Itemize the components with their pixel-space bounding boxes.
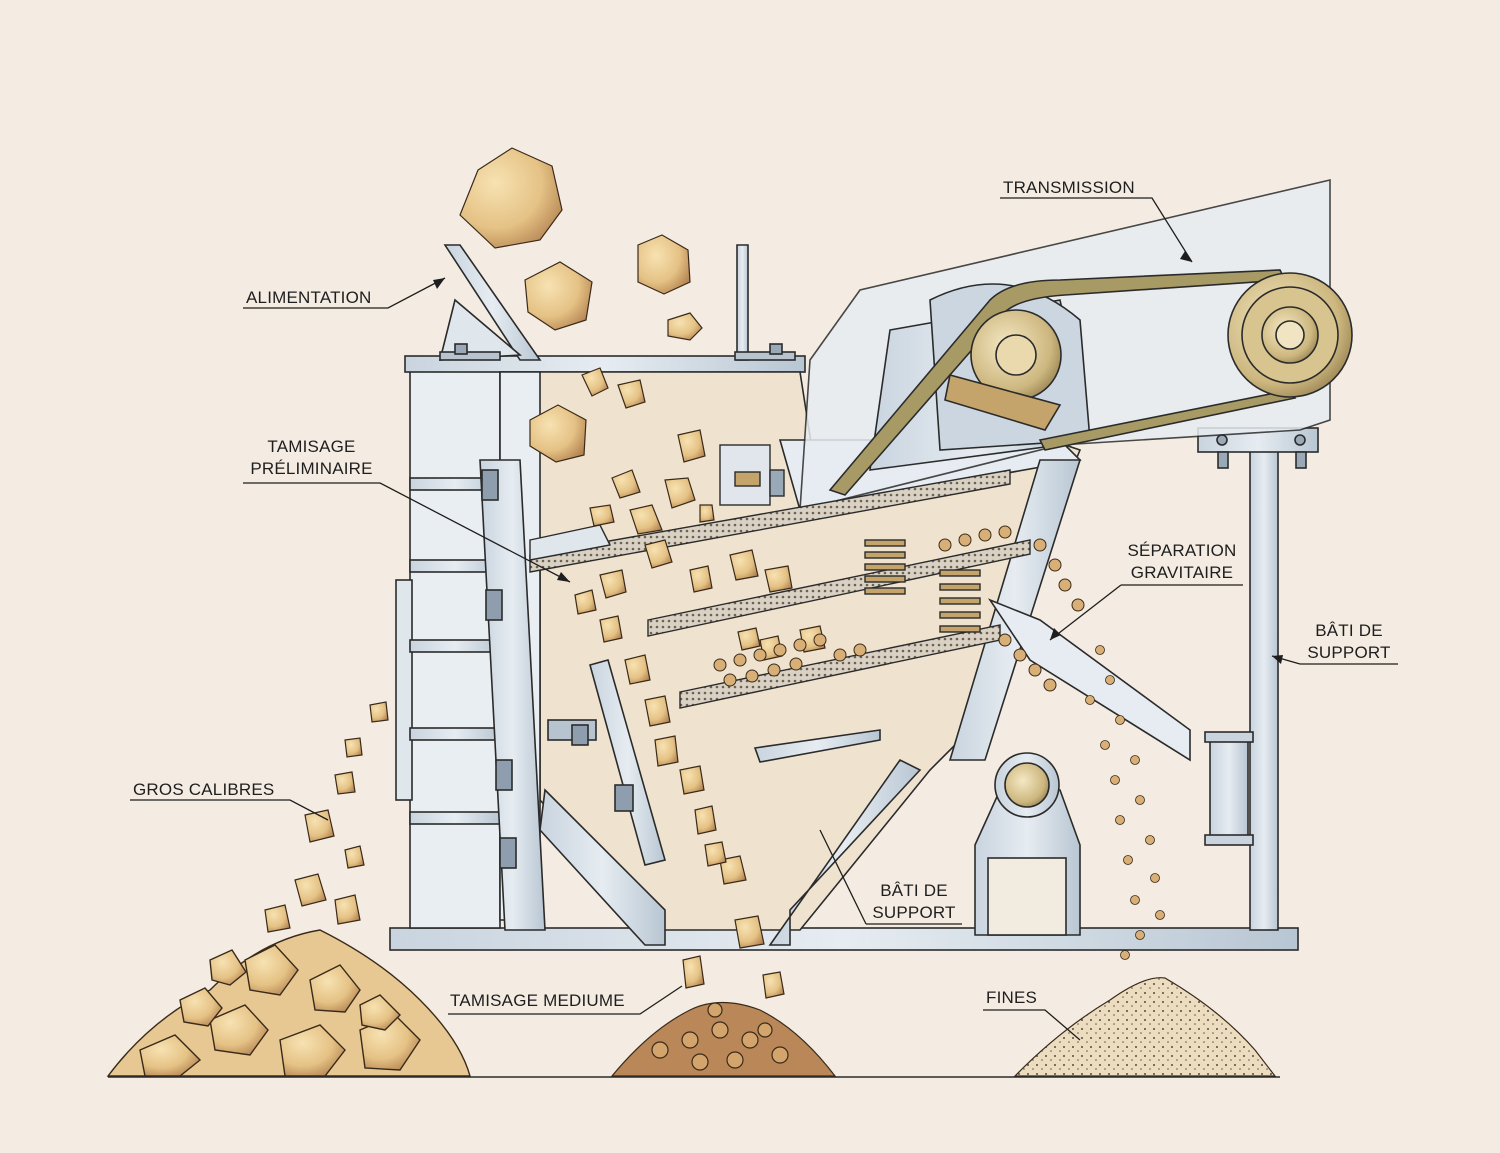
fines-drops xyxy=(1085,645,1165,960)
rocks xyxy=(264,147,826,999)
label-separation-gravitaire-line2: GRAVITAIRE xyxy=(1130,563,1234,582)
label-alimentation: ALIMENTATION xyxy=(246,288,372,307)
leader-arrowheads xyxy=(433,251,1283,664)
label-bati-support-right: BÂTI DE SUPPORT xyxy=(1300,620,1398,664)
label-gros-calibres: GROS CALIBRES xyxy=(133,780,275,799)
label-tamisage-mediume: TAMISAGE MEDIUME xyxy=(450,991,625,1010)
lower-motor xyxy=(974,752,1081,936)
medium-pebbles xyxy=(713,525,1085,692)
fines-pile xyxy=(1013,977,1277,1077)
label-fines: FINES xyxy=(986,988,1038,1007)
coarse-pile xyxy=(106,929,471,1077)
transmission xyxy=(828,269,1353,496)
side-plate xyxy=(479,459,666,931)
label-transmission: TRANSMISSION xyxy=(1003,178,1135,197)
label-bati-support-center-line2: SUPPORT xyxy=(872,903,956,922)
label-tamisage-preliminaire: TAMISAGE PRÉLIMINAIRE xyxy=(243,436,380,480)
medium-pile xyxy=(610,1001,837,1077)
label-bati-support-center-line1: BÂTI DE xyxy=(880,881,948,900)
label-tamisage-preliminaire-line1: TAMISAGE xyxy=(267,437,356,456)
label-separation-gravitaire: SÉPARATION GRAVITAIRE xyxy=(1121,540,1243,584)
label-tamisage-preliminaire-line2: PRÉLIMINAIRE xyxy=(250,459,373,478)
label-bati-support-right-line2: SUPPORT xyxy=(1307,643,1391,662)
feed-hopper xyxy=(438,244,796,361)
label-bati-support-center: BÂTI DE SUPPORT xyxy=(866,880,962,924)
label-separation-gravitaire-line1: SÉPARATION xyxy=(1127,541,1237,560)
label-bati-support-right-line1: BÂTI DE xyxy=(1315,621,1383,640)
